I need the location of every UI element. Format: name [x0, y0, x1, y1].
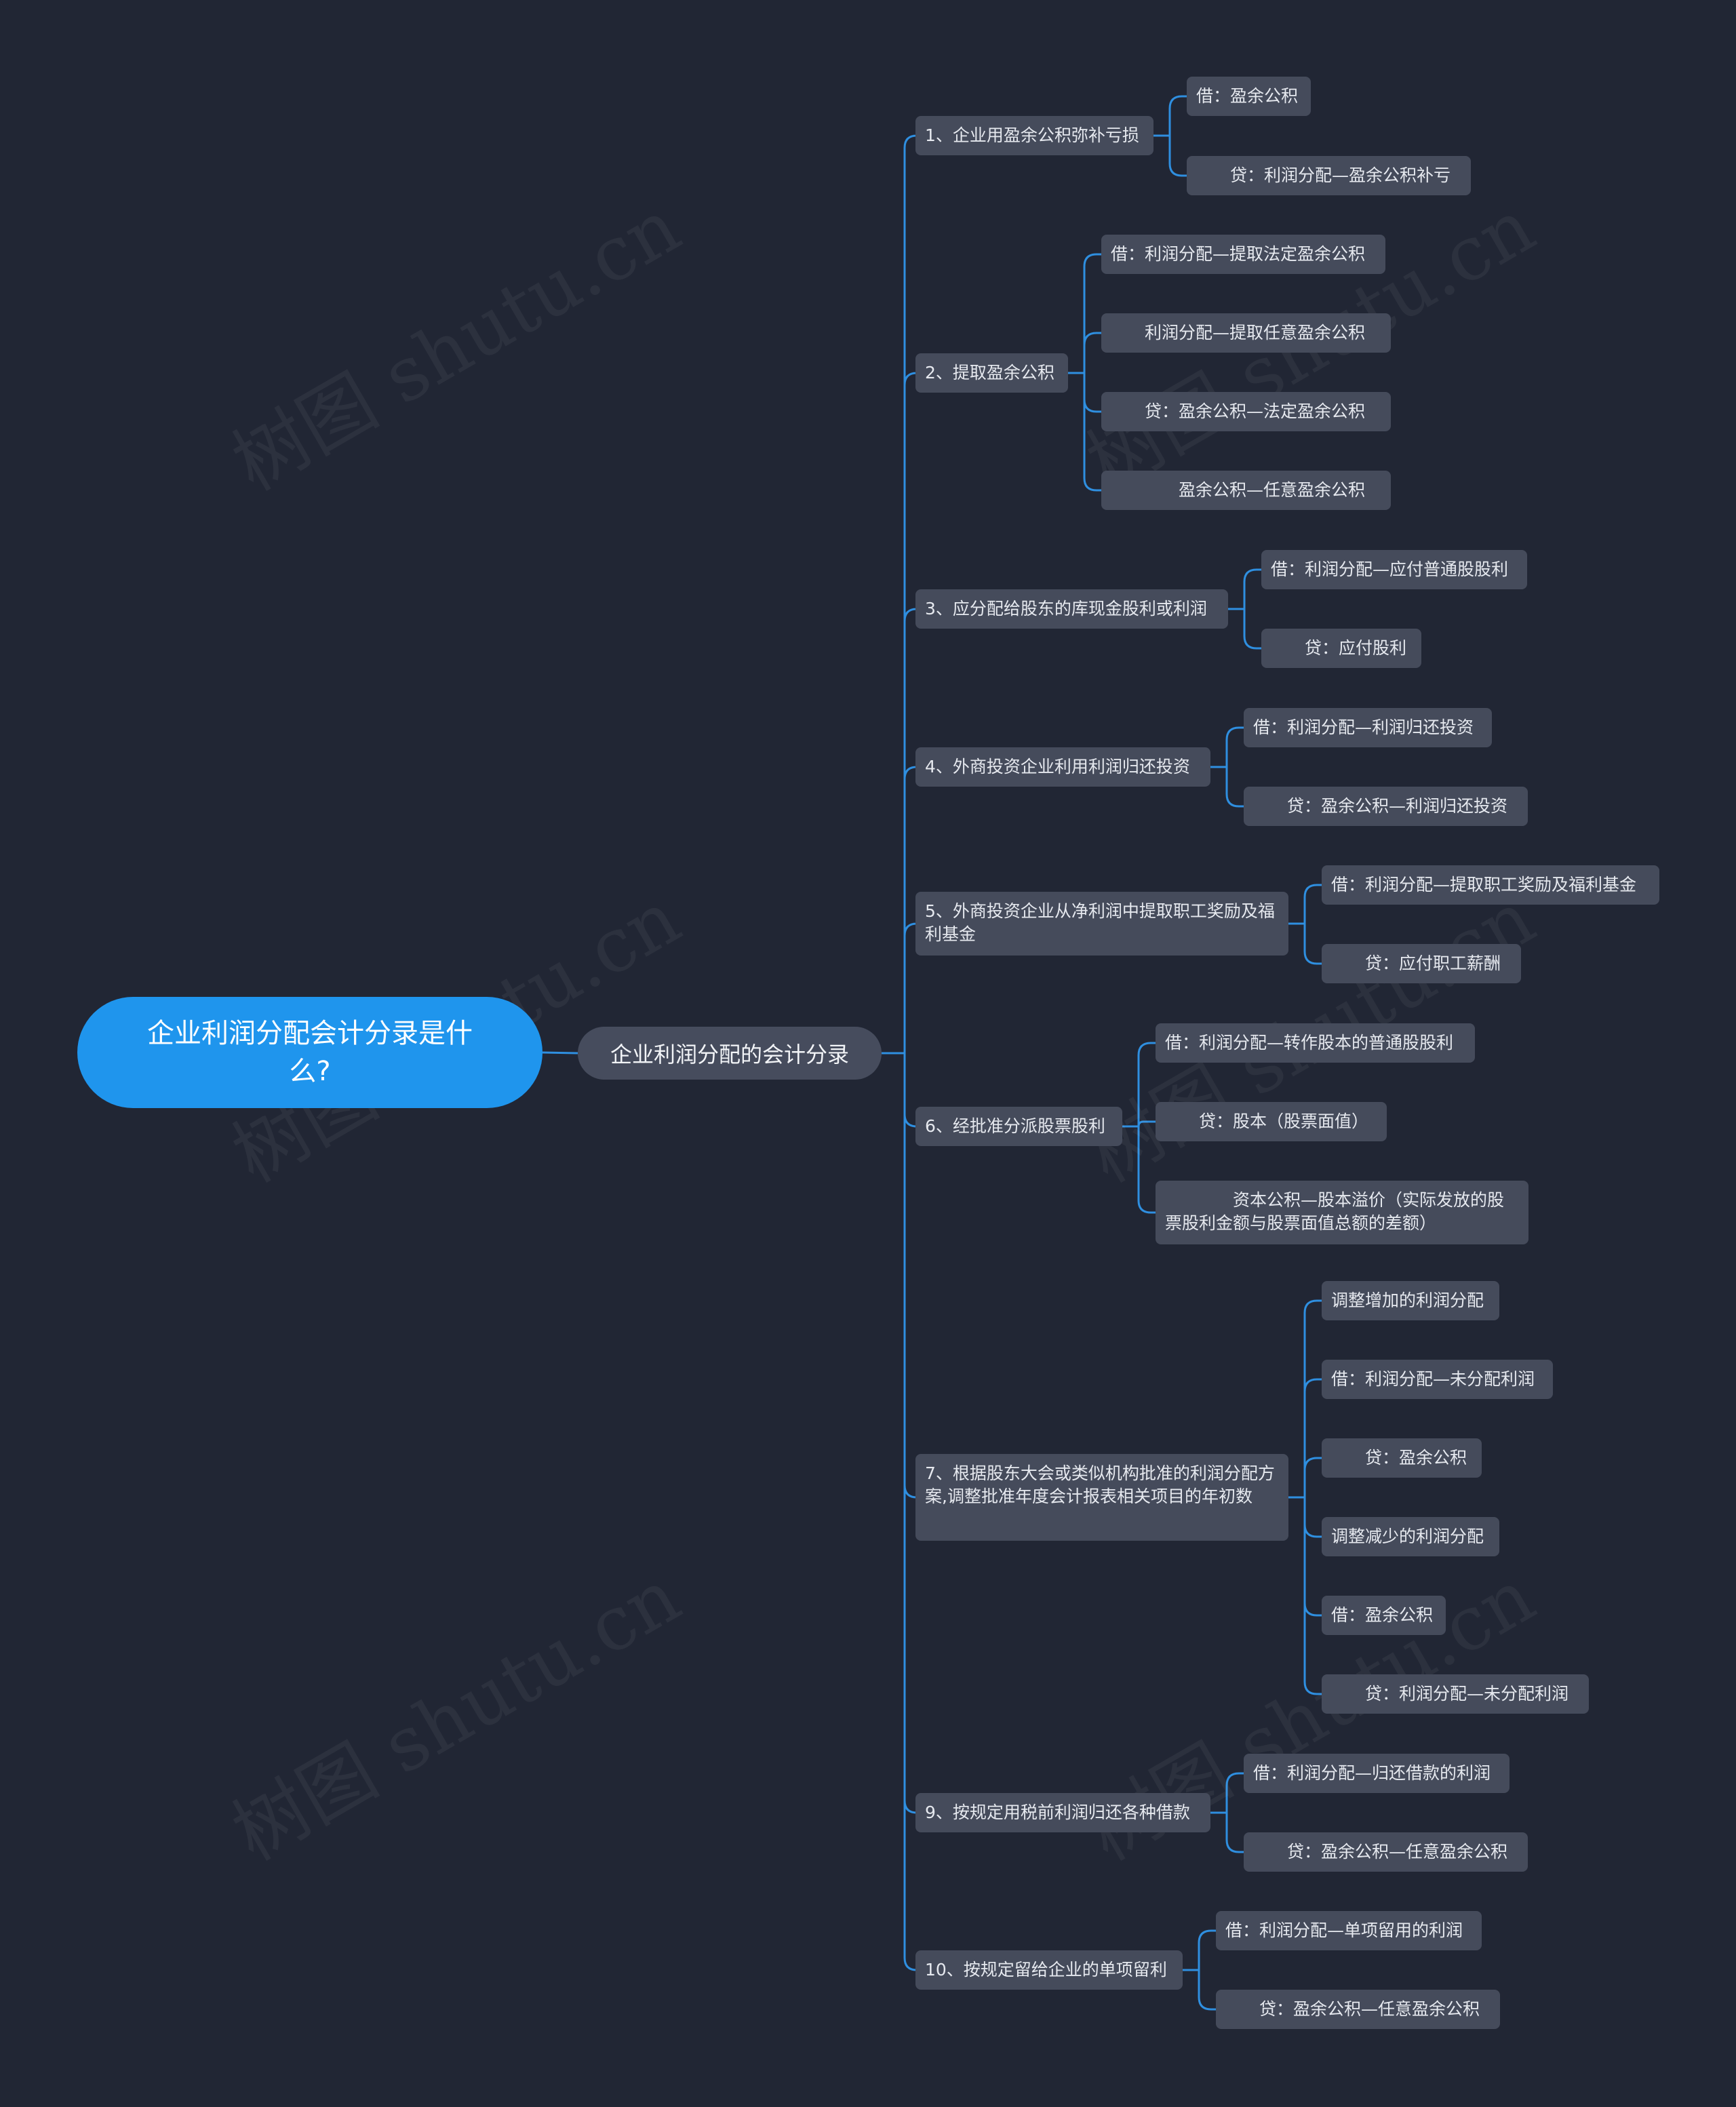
link-branch-leaf-9-2 [1210, 1811, 1244, 1853]
link-main-branch-2 [882, 372, 918, 1055]
root-title: 企业利润分配会计分录是什么? [147, 1018, 473, 1087]
leaf-node-7-2[interactable]: 借：利润分配—未分配利润 [1322, 1360, 1553, 1399]
leaf-node-7-6[interactable]: 贷：利润分配—未分配利润 [1322, 1674, 1589, 1714]
leaf-node-1-1[interactable]: 借：盈余公积 [1187, 77, 1311, 116]
leaf-node-3-2[interactable]: 贷：应付股利 [1261, 629, 1421, 668]
leaf-node-2-1[interactable]: 借：利润分配—提取法定盈余公积 [1101, 235, 1385, 274]
leaf-node-3-1[interactable]: 借：利润分配—应付普通股股利 [1261, 550, 1527, 589]
link-branch-leaf-7-1 [1288, 1299, 1322, 1499]
leaf-node-7-3[interactable]: 贷：盈余公积 [1322, 1438, 1482, 1478]
link-main-branch-5 [882, 922, 918, 1055]
leaf-node-7-5[interactable]: 借：盈余公积 [1322, 1596, 1446, 1635]
leaf-node-9-2[interactable]: 贷：盈余公积—任意盈余公积 [1244, 1832, 1528, 1872]
leaf-node-5-2[interactable]: 贷：应付职工薪酬 [1322, 944, 1521, 983]
link-branch-leaf-7-6 [1288, 1496, 1322, 1695]
link-main-branch-6 [882, 1052, 918, 1128]
link-branch-leaf-9-1 [1210, 1772, 1244, 1814]
branch-node-2[interactable]: 2、提取盈余公积 [915, 353, 1068, 393]
link-main-branch-4 [882, 766, 918, 1055]
leaf-node-6-2[interactable]: 贷：股本（股票面值） [1156, 1102, 1387, 1141]
link-main-branch-7 [882, 1052, 918, 1499]
branch-node-10[interactable]: 10、按规定留给企业的单项留利 [915, 1950, 1183, 1990]
link-branch-leaf-10-1 [1183, 1929, 1216, 1971]
branch-node-5[interactable]: 5、外商投资企业从净利润中提取职工奖励及福利基金 [915, 892, 1288, 956]
leaf-node-4-2[interactable]: 贷：盈余公积—利润归还投资 [1244, 787, 1528, 826]
leaf-node-10-2[interactable]: 贷：盈余公积—任意盈余公积 [1216, 1990, 1500, 2029]
leaf-node-7-1[interactable]: 调整增加的利润分配 [1322, 1281, 1499, 1320]
link-branch-leaf-7-3 [1288, 1457, 1322, 1499]
link-branch-leaf-1-2 [1153, 134, 1187, 177]
link-branch-leaf-2-4 [1068, 372, 1101, 492]
link-main-branch-3 [882, 608, 918, 1055]
branch-node-9[interactable]: 9、按规定用税前利润归还各种借款 [915, 1793, 1210, 1832]
leaf-node-10-1[interactable]: 借：利润分配—单项留用的利润 [1216, 1911, 1482, 1950]
leaf-node-2-2[interactable]: 利润分配—提取任意盈余公积 [1101, 313, 1391, 353]
branch-node-7[interactable]: 7、根据股东大会或类似机构批准的利润分配方案,调整批准年度会计报表相关项目的年初… [915, 1454, 1288, 1541]
link-branch-leaf-3-2 [1228, 608, 1261, 650]
link-root-main [542, 1051, 578, 1055]
link-branch-leaf-4-1 [1210, 726, 1244, 768]
link-branch-leaf-2-2 [1068, 332, 1101, 374]
link-main-branch-9 [882, 1052, 918, 1814]
branch-node-4[interactable]: 4、外商投资企业利用利润归还投资 [915, 747, 1210, 787]
leaf-node-6-1[interactable]: 借：利润分配—转作股本的普通股股利 [1156, 1023, 1475, 1063]
root-node[interactable]: 企业利润分配会计分录是什么? [77, 997, 542, 1108]
leaf-node-1-2[interactable]: 贷：利润分配—盈余公积补亏 [1187, 156, 1471, 195]
main-topic-node[interactable]: 企业利润分配的会计分录 [578, 1027, 882, 1080]
link-branch-leaf-7-2 [1288, 1378, 1322, 1499]
link-branch-leaf-6-3 [1122, 1125, 1156, 1214]
branch-node-1[interactable]: 1、企业用盈余公积弥补亏损 [915, 116, 1153, 155]
link-branch-leaf-6-1 [1122, 1042, 1156, 1128]
link-branch-leaf-4-2 [1210, 766, 1244, 808]
link-branch-leaf-5-1 [1288, 884, 1322, 925]
link-main-branch-10 [882, 1052, 918, 1971]
leaf-node-2-3[interactable]: 贷：盈余公积—法定盈余公积 [1101, 392, 1391, 431]
link-branch-leaf-5-2 [1288, 922, 1322, 965]
link-branch-leaf-3-1 [1228, 568, 1261, 610]
leaf-node-9-1[interactable]: 借：利润分配—归还借款的利润 [1244, 1754, 1510, 1793]
leaf-node-4-1[interactable]: 借：利润分配—利润归还投资 [1244, 708, 1492, 747]
leaf-node-7-4[interactable]: 调整减少的利润分配 [1322, 1517, 1499, 1556]
main-topic-label: 企业利润分配的会计分录 [610, 1042, 849, 1067]
branch-node-6[interactable]: 6、经批准分派股票股利 [915, 1107, 1122, 1146]
leaf-node-2-4[interactable]: 盈余公积—任意盈余公积 [1101, 471, 1391, 510]
link-main-branch-1 [882, 134, 918, 1055]
leaf-node-6-3[interactable]: 资本公积—股本溢价（实际发放的股票股利金额与股票面值总额的差额） [1156, 1181, 1528, 1244]
leaf-node-5-1[interactable]: 借：利润分配—提取职工奖励及福利基金 [1322, 865, 1659, 905]
branch-node-3[interactable]: 3、应分配给股东的库现金股利或利润 [915, 589, 1228, 629]
link-branch-leaf-1-1 [1153, 95, 1187, 137]
link-branch-leaf-2-1 [1068, 253, 1101, 374]
link-branch-leaf-10-2 [1183, 1969, 1216, 2011]
